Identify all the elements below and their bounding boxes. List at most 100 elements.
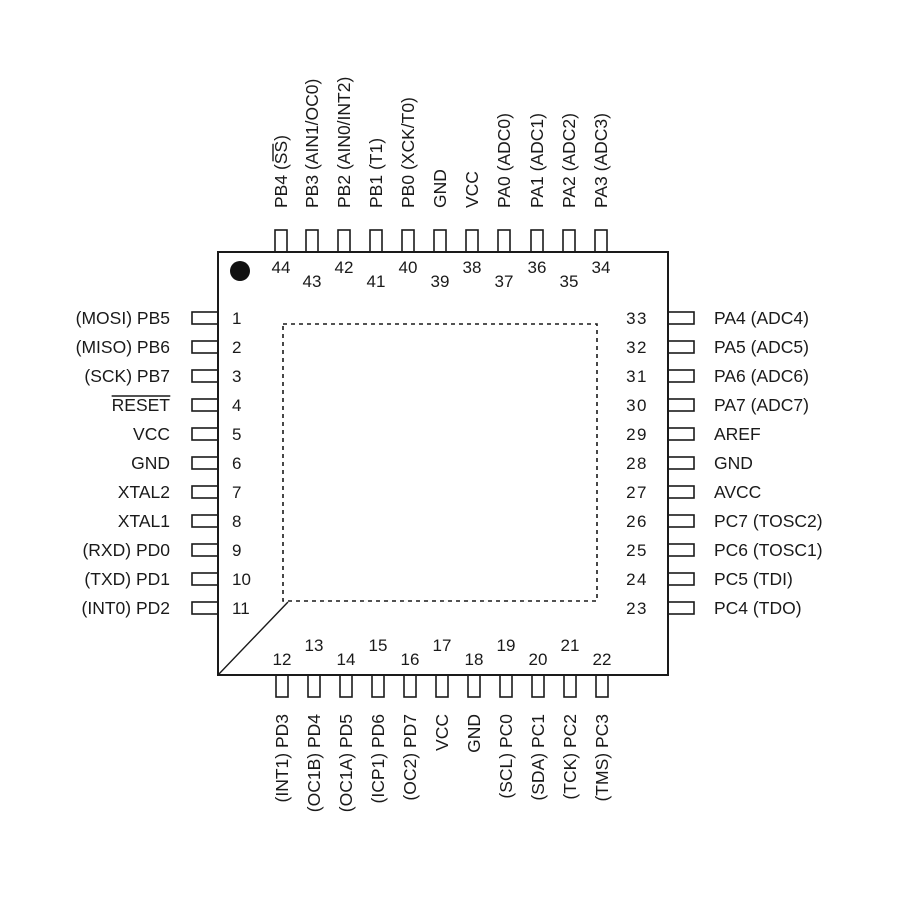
pin-name: PB3 — [302, 175, 322, 208]
pin-pad — [191, 398, 219, 412]
pin-name: PC5 — [714, 569, 748, 589]
pin-alt-function: (OC1B) — [304, 753, 324, 812]
pin-alt-function: (ADC3) — [591, 113, 611, 171]
pin-number: 17 — [433, 636, 452, 655]
pin-number: 31 — [626, 367, 648, 386]
pin-label: PA4 (ADC4) — [714, 308, 809, 328]
pin-name: PD7 — [400, 714, 420, 748]
pin-alt-function: (TOSC1) — [753, 540, 823, 560]
pin-pad — [305, 229, 319, 253]
pin-pad — [594, 229, 608, 253]
pin-alt-function: (ADC5) — [751, 337, 809, 357]
pin-pad — [667, 456, 695, 470]
pin-40: PB0 (XCK/T0) 40 — [398, 97, 418, 277]
pin-label: (SDA) PC1 — [528, 714, 548, 801]
pin-28: GND 28 — [626, 453, 753, 473]
pin-44: PB4 (SS)44 — [271, 135, 291, 277]
pin-number: 33 — [626, 309, 648, 328]
pin-name: PB2 — [334, 175, 354, 208]
pin-pad — [530, 229, 544, 253]
pin-label: PB1 (T1) — [366, 138, 386, 208]
pin-label: XTAL2 — [118, 482, 170, 502]
pin-name: AREF — [714, 424, 761, 444]
pin-label: PC4 (TDO) — [714, 598, 802, 618]
pin-pad — [339, 674, 353, 698]
pin-pad — [667, 543, 695, 557]
pin-number: 1 — [232, 309, 241, 328]
pin-name: AVCC — [714, 482, 761, 502]
pin-name: RESET — [112, 395, 171, 415]
pin-alt-function: (INT1) — [272, 753, 292, 803]
pin-label: (SCL) PC0 — [496, 714, 516, 799]
pin-alt-function: (T1) — [366, 138, 386, 170]
pin-label: PA7 (ADC7) — [714, 395, 809, 415]
pin-pad — [307, 674, 321, 698]
pin-label: AREF — [714, 424, 761, 444]
pin-24: PC5 (TDI)24 — [626, 569, 793, 589]
pin-1: (MOSI) PB5 1 — [76, 308, 242, 328]
pin-23: PC4 (TDO)23 — [626, 598, 801, 618]
pin-label: (INT1) PD3 — [272, 714, 292, 803]
pin-label: (OC2) PD7 — [400, 714, 420, 801]
pin-alt-function: (MOSI) — [76, 308, 132, 328]
pin-pad — [667, 311, 695, 325]
pin-name: PB4 — [271, 175, 291, 208]
pin-number: 21 — [561, 636, 580, 655]
pin-name: PC3 — [592, 714, 612, 748]
die-outline — [282, 323, 598, 602]
pin-10: (TXD) PD1 10 — [84, 569, 251, 589]
pin-label: PC6 (TOSC1) — [714, 540, 823, 560]
pin-alt-function: (ADC6) — [751, 366, 809, 386]
pin-pad — [667, 601, 695, 615]
pin-alt-function: (TCK) — [560, 753, 580, 800]
pin-pad — [433, 229, 447, 253]
pin-pad — [435, 674, 449, 698]
pin-name: PD1 — [136, 569, 170, 589]
pin-label: PB2 (AIN0/INT2) — [334, 77, 354, 208]
pin-name: GND — [430, 169, 450, 208]
pin-number: 3 — [232, 367, 241, 386]
pin-label: AVCC — [714, 482, 761, 502]
pin-name: VCC — [133, 424, 170, 444]
pin-pad — [667, 340, 695, 354]
pin-number: 18 — [465, 650, 484, 669]
pin-label: PA6 (ADC6) — [714, 366, 809, 386]
pin-number: 40 — [399, 258, 418, 277]
pin-number: 36 — [528, 258, 547, 277]
pin-34: PA3 (ADC3)34 — [591, 113, 611, 277]
pin-number: 9 — [232, 541, 241, 560]
pin-label: GND — [714, 453, 753, 473]
pin-42: PB2 (AIN0/INT2)42 — [334, 77, 354, 277]
pin-label: (SCK) PB7 — [84, 366, 170, 386]
pin-number: 25 — [626, 541, 648, 560]
pin-pad — [667, 427, 695, 441]
pin-pad — [531, 674, 545, 698]
pin-number: 29 — [626, 425, 648, 444]
pin-name: PB1 — [366, 175, 386, 208]
pin-name: PD2 — [136, 598, 170, 618]
pin-label: PB0 (XCK/T0) — [398, 97, 418, 208]
pin-name: GND — [131, 453, 170, 473]
pins-layer — [191, 229, 695, 698]
pin-name: VCC — [462, 171, 482, 208]
pin-label: (TXD) PD1 — [84, 569, 170, 589]
pin-label: (TCK) PC2 — [560, 714, 580, 800]
pin-name: PA6 — [714, 366, 746, 386]
pin-number: 10 — [232, 570, 251, 589]
pin-number: 28 — [626, 454, 648, 473]
pin-label: (INT0) PD2 — [82, 598, 171, 618]
pin-number: 13 — [305, 636, 324, 655]
pin-name: PC6 — [714, 540, 748, 560]
pin-label: (MOSI) PB5 — [76, 308, 170, 328]
pin-alt-function: (TDO) — [753, 598, 802, 618]
pin-label: RESET — [112, 395, 171, 415]
pin-pad — [499, 674, 513, 698]
